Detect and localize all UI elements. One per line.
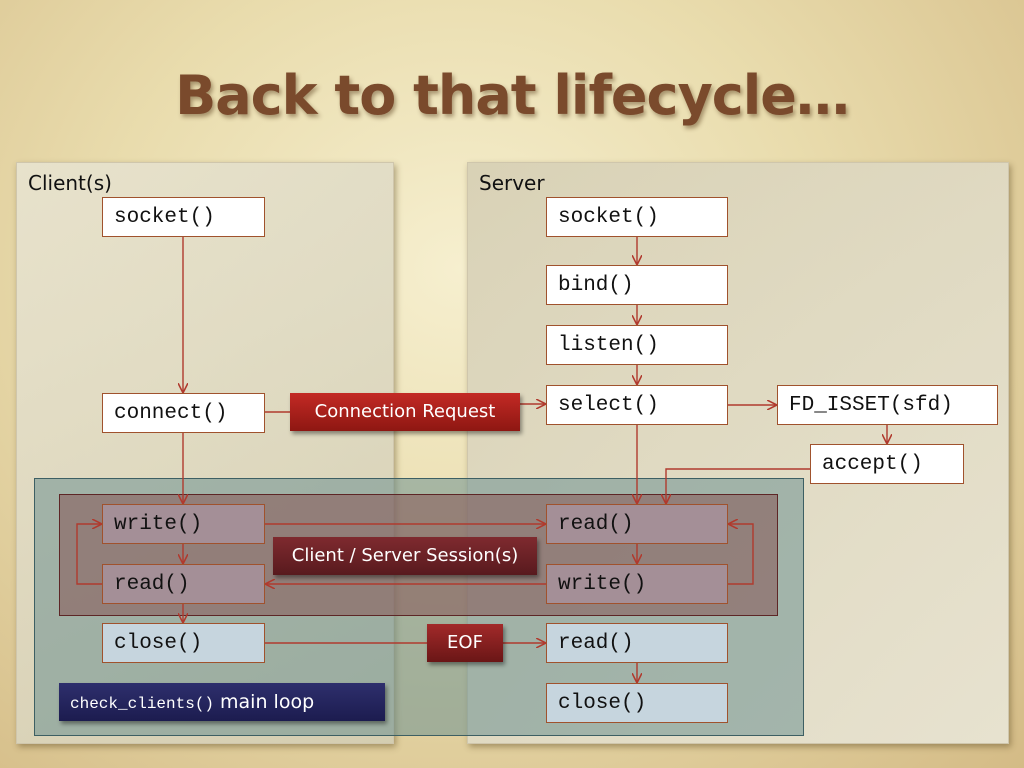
main-loop-code: check_clients() [70, 695, 215, 713]
main-loop-label: check_clients() main loop [59, 683, 385, 721]
session-tag: Client / Server Session(s) [273, 537, 537, 575]
client-close-box: close() [102, 623, 265, 663]
server-listen-box: listen() [546, 325, 728, 365]
client-socket-box: socket() [102, 197, 265, 237]
server-read-box: read() [546, 504, 728, 544]
main-loop-text: main loop [220, 691, 315, 713]
client-read-box: read() [102, 564, 265, 604]
server-write-box: write() [546, 564, 728, 604]
server-panel-label: Server [479, 171, 545, 195]
server-close-box: close() [546, 683, 728, 723]
server-fd-isset-box: FD_ISSET(sfd) [777, 385, 998, 425]
server-accept-box: accept() [810, 444, 964, 484]
connection-request-tag: Connection Request [290, 393, 520, 431]
server-socket-box: socket() [546, 197, 728, 237]
server-select-box: select() [546, 385, 728, 425]
server-bind-box: bind() [546, 265, 728, 305]
client-panel-label: Client(s) [28, 171, 112, 195]
client-connect-box: connect() [102, 393, 265, 433]
client-write-box: write() [102, 504, 265, 544]
server-eof-read-box: read() [546, 623, 728, 663]
slide-title: Back to that lifecycle… [175, 64, 850, 127]
eof-tag: EOF [427, 624, 503, 662]
